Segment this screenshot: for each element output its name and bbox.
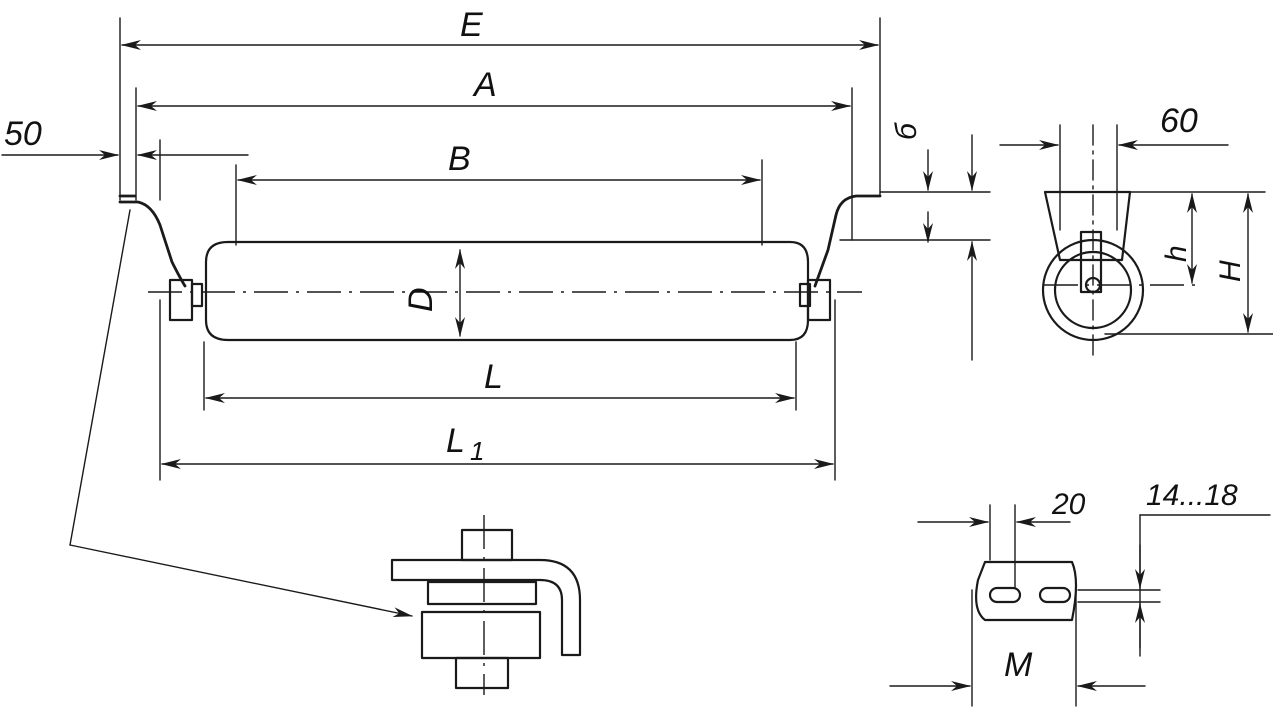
dimension-50: 50	[1, 115, 249, 201]
dimension-l1: L 1	[161, 422, 834, 469]
label-14-18: 14...18	[1146, 479, 1238, 512]
dimension-b: B	[235, 140, 763, 246]
label-m: M	[1004, 646, 1033, 684]
label-b: B	[448, 140, 471, 178]
label-b-small: б	[890, 122, 923, 140]
label-50: 50	[4, 115, 42, 153]
roller-body	[148, 240, 862, 342]
label-d-rotated: D	[402, 287, 440, 312]
right-bracket	[798, 194, 882, 481]
label-60: 60	[1160, 102, 1198, 140]
label-h-upper: H	[1214, 260, 1247, 282]
detail-view	[69, 209, 582, 695]
dimension-e: E	[119, 6, 881, 201]
left-bracket	[118, 194, 204, 481]
plate-detail: 20 M 14...18	[889, 479, 1271, 707]
dimension-a: A	[135, 66, 853, 241]
dimension-b-small: б	[839, 122, 991, 361]
dimension-l: L	[203, 341, 797, 411]
label-l1: L	[446, 422, 465, 460]
label-e: E	[460, 6, 483, 44]
label-h: h	[1160, 245, 1193, 262]
label-a: A	[472, 66, 497, 104]
dimension-d: D D	[402, 249, 465, 337]
label-l: L	[484, 358, 503, 396]
label-20: 20	[1051, 488, 1086, 521]
label-l1-subscript: 1	[470, 436, 484, 466]
side-view: 60 h H	[999, 102, 1273, 356]
